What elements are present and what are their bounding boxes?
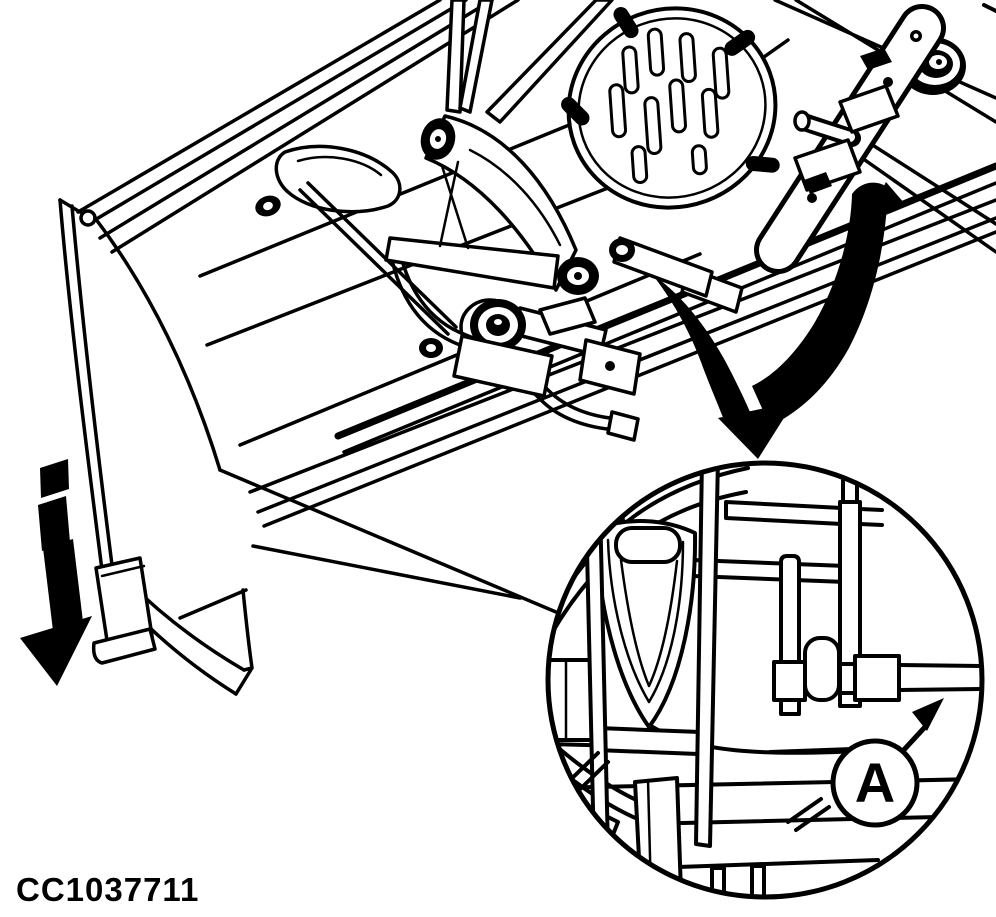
rail-bolt xyxy=(79,209,97,227)
callout-a: A xyxy=(830,698,944,828)
figure-id-caption: CC1037711 xyxy=(16,871,199,908)
idler-strap xyxy=(274,144,402,214)
belt-keeper xyxy=(594,519,702,756)
pivot-bushing xyxy=(420,118,456,160)
linkage-assembly xyxy=(255,0,966,442)
callout-a-label: A xyxy=(855,751,895,814)
detail-pointer-arrow xyxy=(652,182,905,459)
deck-bucket xyxy=(58,198,558,696)
callout-a-circle xyxy=(830,738,920,828)
keeper-rod-right xyxy=(694,464,720,848)
callout-pointer-arrow-icon xyxy=(912,698,944,731)
motion-direction-arrow xyxy=(20,459,92,686)
adjustment-rod xyxy=(772,636,981,702)
detail-view-circle xyxy=(545,460,985,900)
slotted-guard-plate xyxy=(561,6,780,210)
